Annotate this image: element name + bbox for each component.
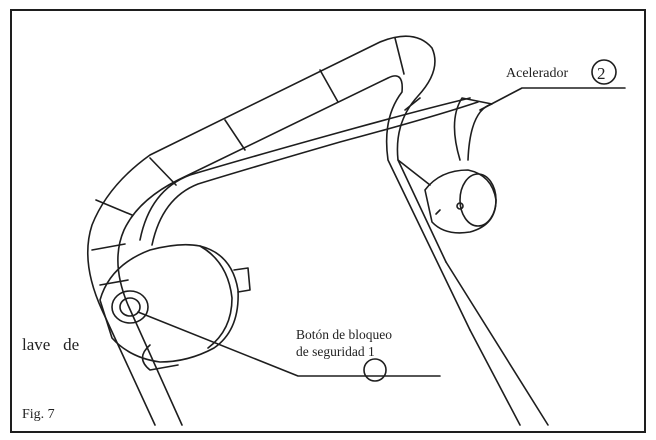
accelerator-label: Acelerador — [506, 66, 569, 81]
right-lower-tube — [445, 261, 549, 426]
tube-band — [91, 243, 126, 251]
right-upper-tube-outer — [397, 159, 431, 186]
lock-button-leader — [137, 311, 441, 377]
safety-lock-button — [111, 290, 149, 324]
tube-band — [224, 119, 246, 151]
right-control-housing — [424, 169, 497, 234]
accelerator-leader — [479, 87, 626, 111]
accelerator-lever — [453, 97, 493, 161]
tube-band — [95, 199, 133, 216]
tube-band — [149, 157, 177, 186]
left-text-fragment: lave de — [22, 335, 79, 354]
figure-caption: Fig. 7 — [22, 407, 55, 422]
throttle-cable — [151, 101, 479, 246]
tube-band — [404, 97, 421, 111]
throttle-cable — [139, 97, 471, 241]
lock-button-label-line1: Botón de bloqueo — [296, 327, 392, 342]
right-housing-pin — [456, 202, 464, 210]
tube-band — [99, 279, 129, 286]
accelerator-number-circle — [591, 59, 617, 85]
handlebar-tube-inner — [117, 75, 471, 426]
left-control-housing — [99, 243, 251, 371]
accelerator-number: 2 — [597, 64, 606, 83]
lock-number-circle — [363, 358, 387, 382]
figure-frame — [10, 9, 646, 433]
lock-button-label-line2: de seguridad 1 — [296, 344, 375, 359]
tube-band — [394, 37, 405, 75]
tube-band — [319, 69, 339, 103]
housing-tab — [233, 267, 251, 293]
